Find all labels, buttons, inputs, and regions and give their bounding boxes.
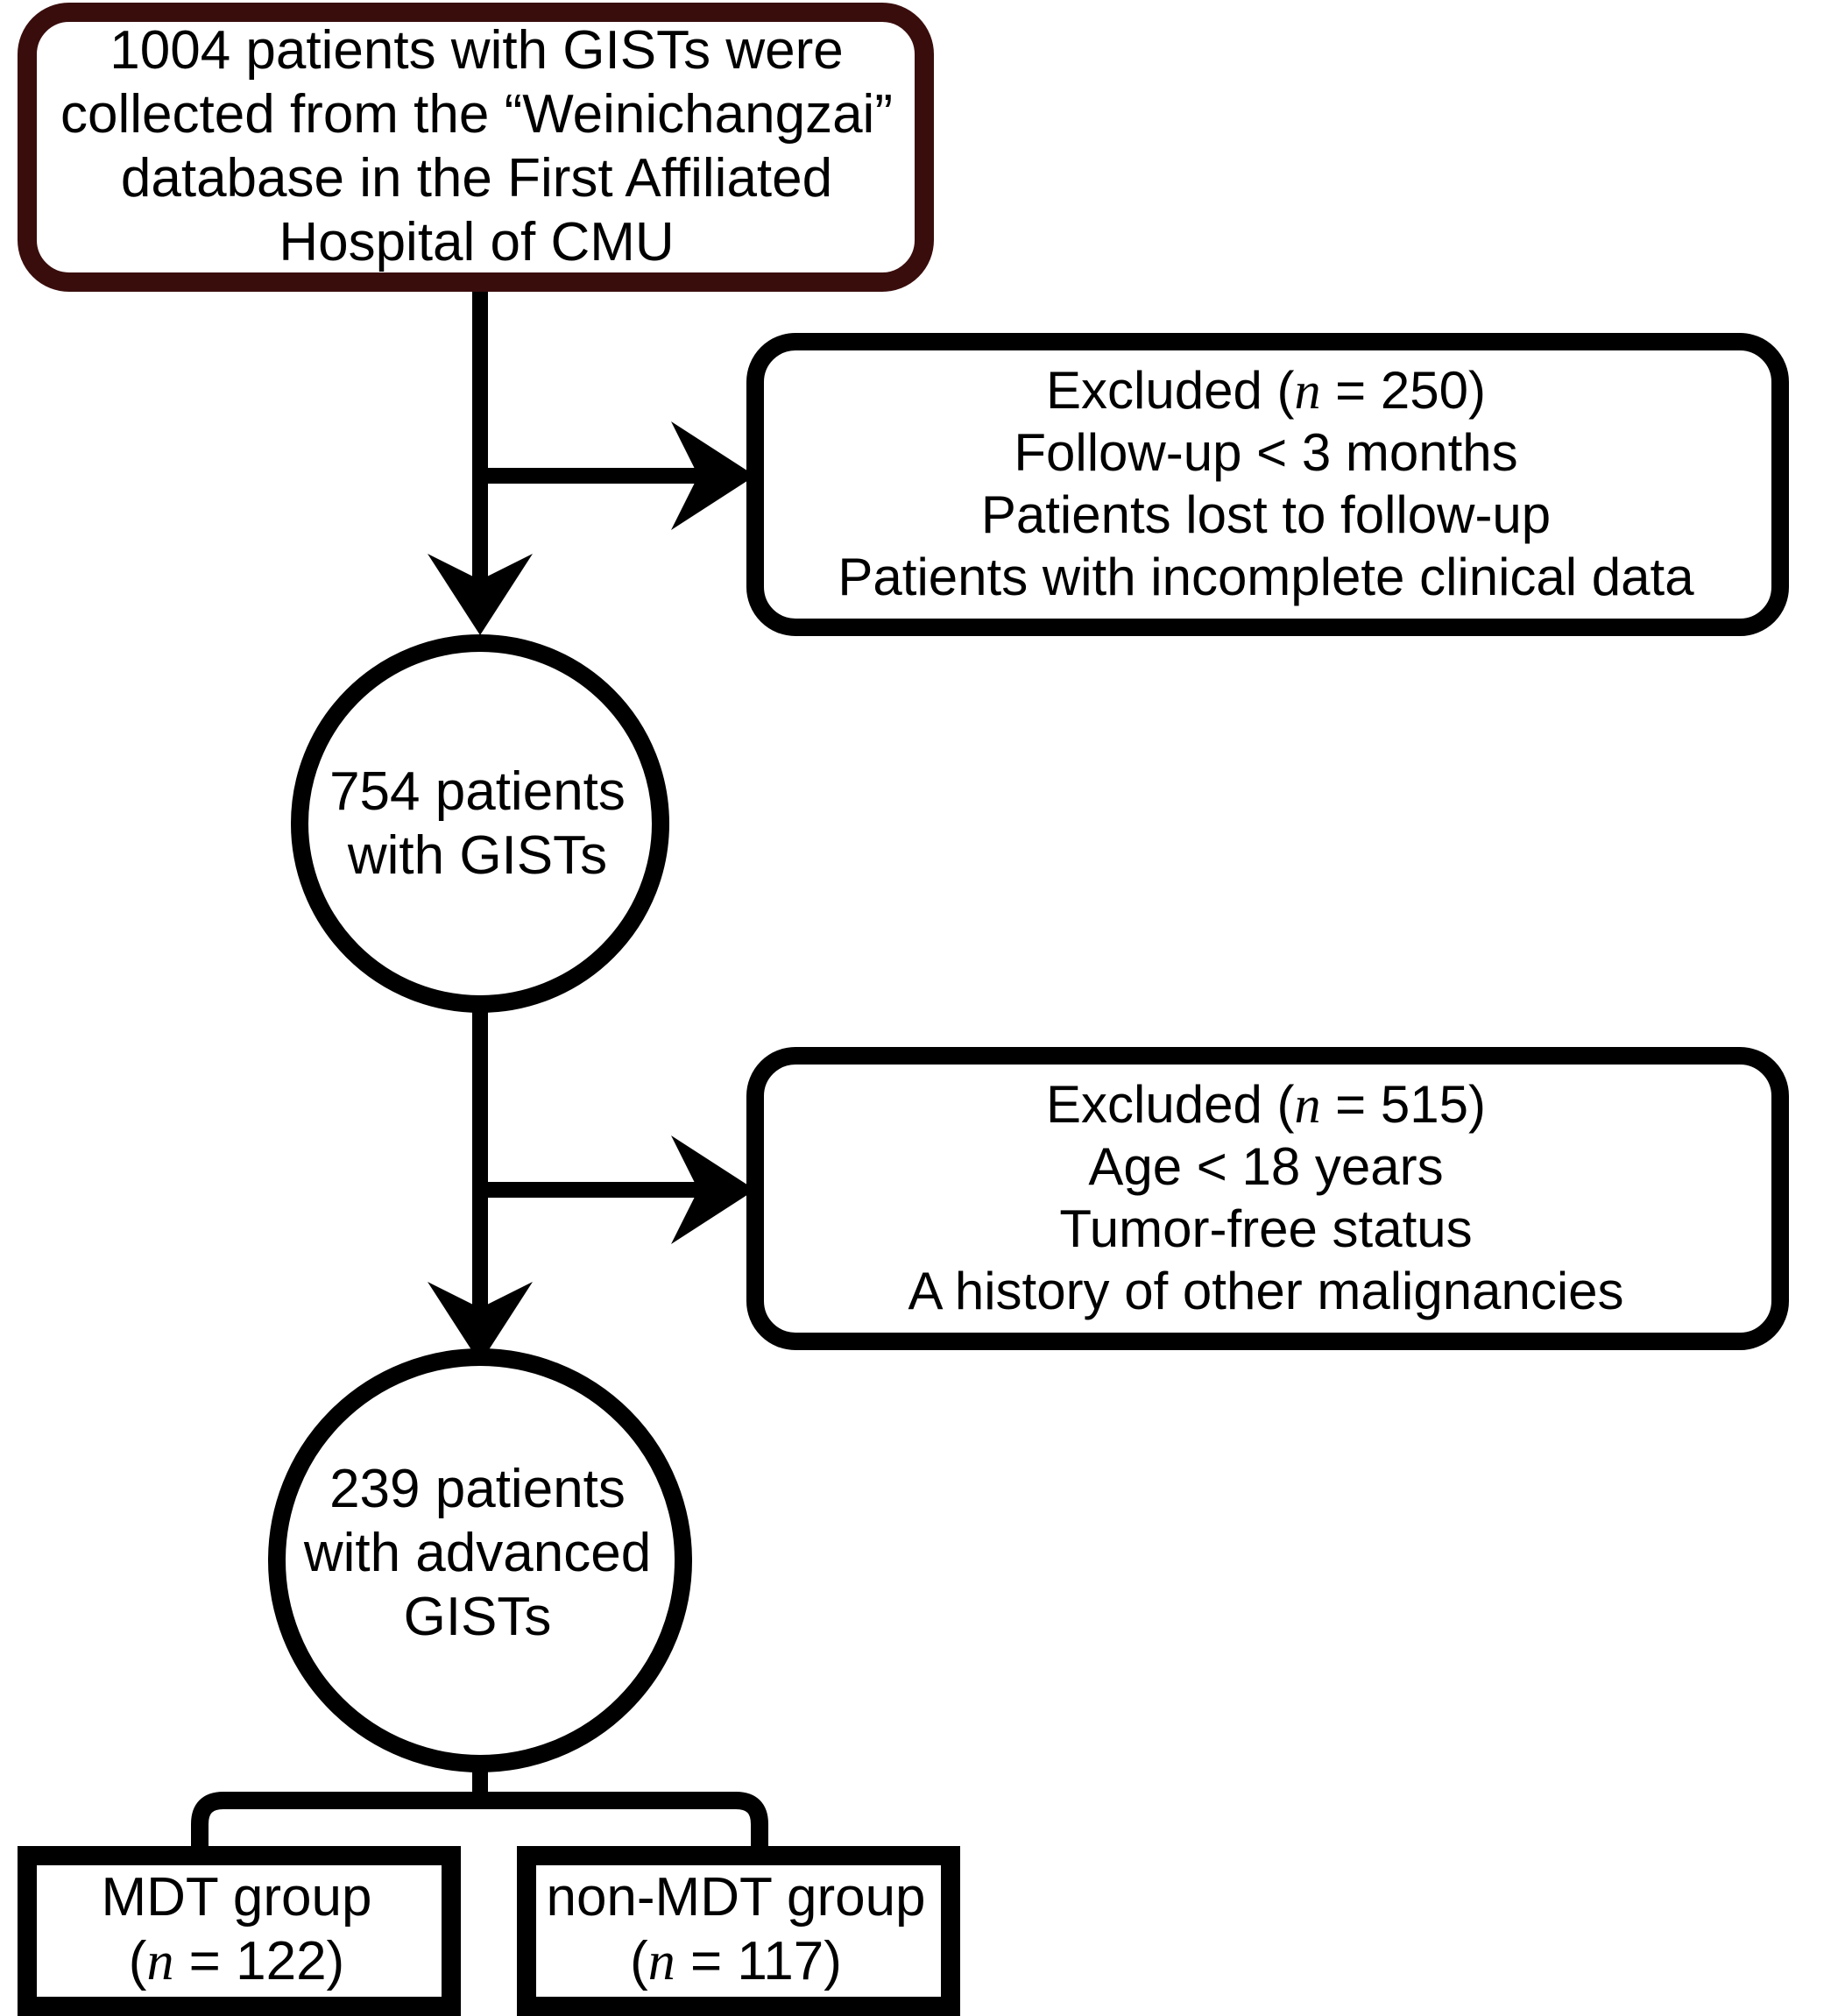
circle-2-shape — [268, 1348, 692, 1772]
group-box-1-shape — [18, 1846, 461, 2016]
circle-1-shape — [291, 634, 669, 1013]
arrowhead-down-1 — [428, 554, 533, 635]
edge-brace-left — [191, 1792, 480, 1857]
arrowhead-down-2 — [428, 1282, 533, 1363]
group-box-2-shape — [517, 1846, 960, 2016]
source-box-shape — [18, 3, 934, 292]
arrowhead-right-1 — [671, 421, 755, 530]
exclusion-box-1-shape — [746, 333, 1789, 636]
edge-brace-right — [480, 1792, 768, 1857]
arrowhead-right-2 — [671, 1135, 755, 1244]
exclusion-box-2-shape — [746, 1047, 1789, 1350]
